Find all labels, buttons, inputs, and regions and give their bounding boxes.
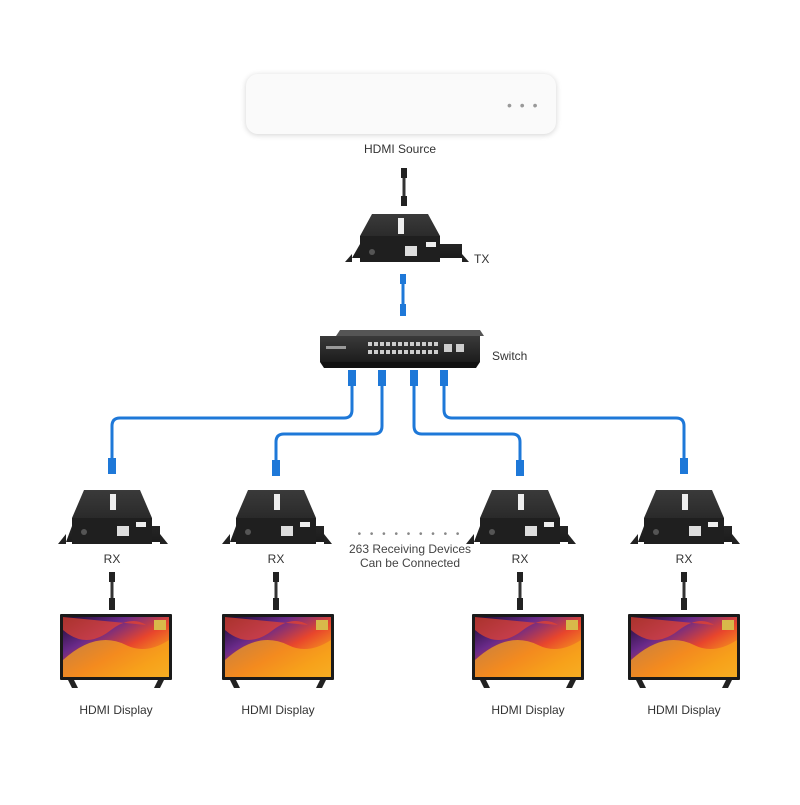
rx-devices: [58, 490, 740, 544]
rx-label-1: RX: [103, 552, 121, 566]
tx-label: TX: [474, 252, 490, 266]
display-label-1: HDMI Display: [79, 703, 153, 717]
hdmi-source-label: HDMI Source: [363, 142, 437, 156]
hdmi-cable-rx-2: [273, 572, 279, 610]
hdmi-display-1: [60, 614, 172, 688]
hdmi-display-4: [628, 614, 740, 688]
ethernet-cable-tx-switch: [400, 274, 406, 316]
note-dots: • • • • • • • • •: [357, 529, 463, 540]
hdmi-source-panel: [246, 74, 556, 134]
ethernet-cables-switch-rx: [110, 386, 686, 462]
hdmi-displays: [60, 614, 740, 688]
hdmi-cable-source-tx: [401, 168, 407, 206]
note-line-2: Can be Connected: [359, 556, 461, 570]
note-line-1: 263 Receiving Devices: [348, 542, 472, 556]
display-label-4: HDMI Display: [647, 703, 721, 717]
rx-label-2: RX: [267, 552, 285, 566]
rx-device-3: [466, 490, 576, 544]
rx-device-1: [58, 490, 168, 544]
rx-device-4: [630, 490, 740, 544]
rx-label-3: RX: [511, 552, 529, 566]
switch-label: Switch: [492, 349, 528, 363]
display-label-3: HDMI Display: [491, 703, 565, 717]
hdmi-cable-rx-1: [109, 572, 115, 610]
hdmi-cable-rx-4: [681, 572, 687, 610]
tx-device: [345, 214, 469, 262]
display-label-2: HDMI Display: [241, 703, 315, 717]
rx-device-2: [222, 490, 332, 544]
more-dots-icon: • • •: [507, 97, 540, 113]
capacity-note: • • • • • • • • • 263 Receiving Devices …: [335, 528, 485, 570]
hdmi-cables-rx-display: [109, 572, 687, 610]
hdmi-display-3: [472, 614, 584, 688]
hdmi-cable-rx-3: [517, 572, 523, 610]
rx-label-4: RX: [675, 552, 693, 566]
hdmi-display-2: [222, 614, 334, 688]
network-switch: [320, 330, 484, 368]
rj45-connectors: [108, 370, 688, 476]
